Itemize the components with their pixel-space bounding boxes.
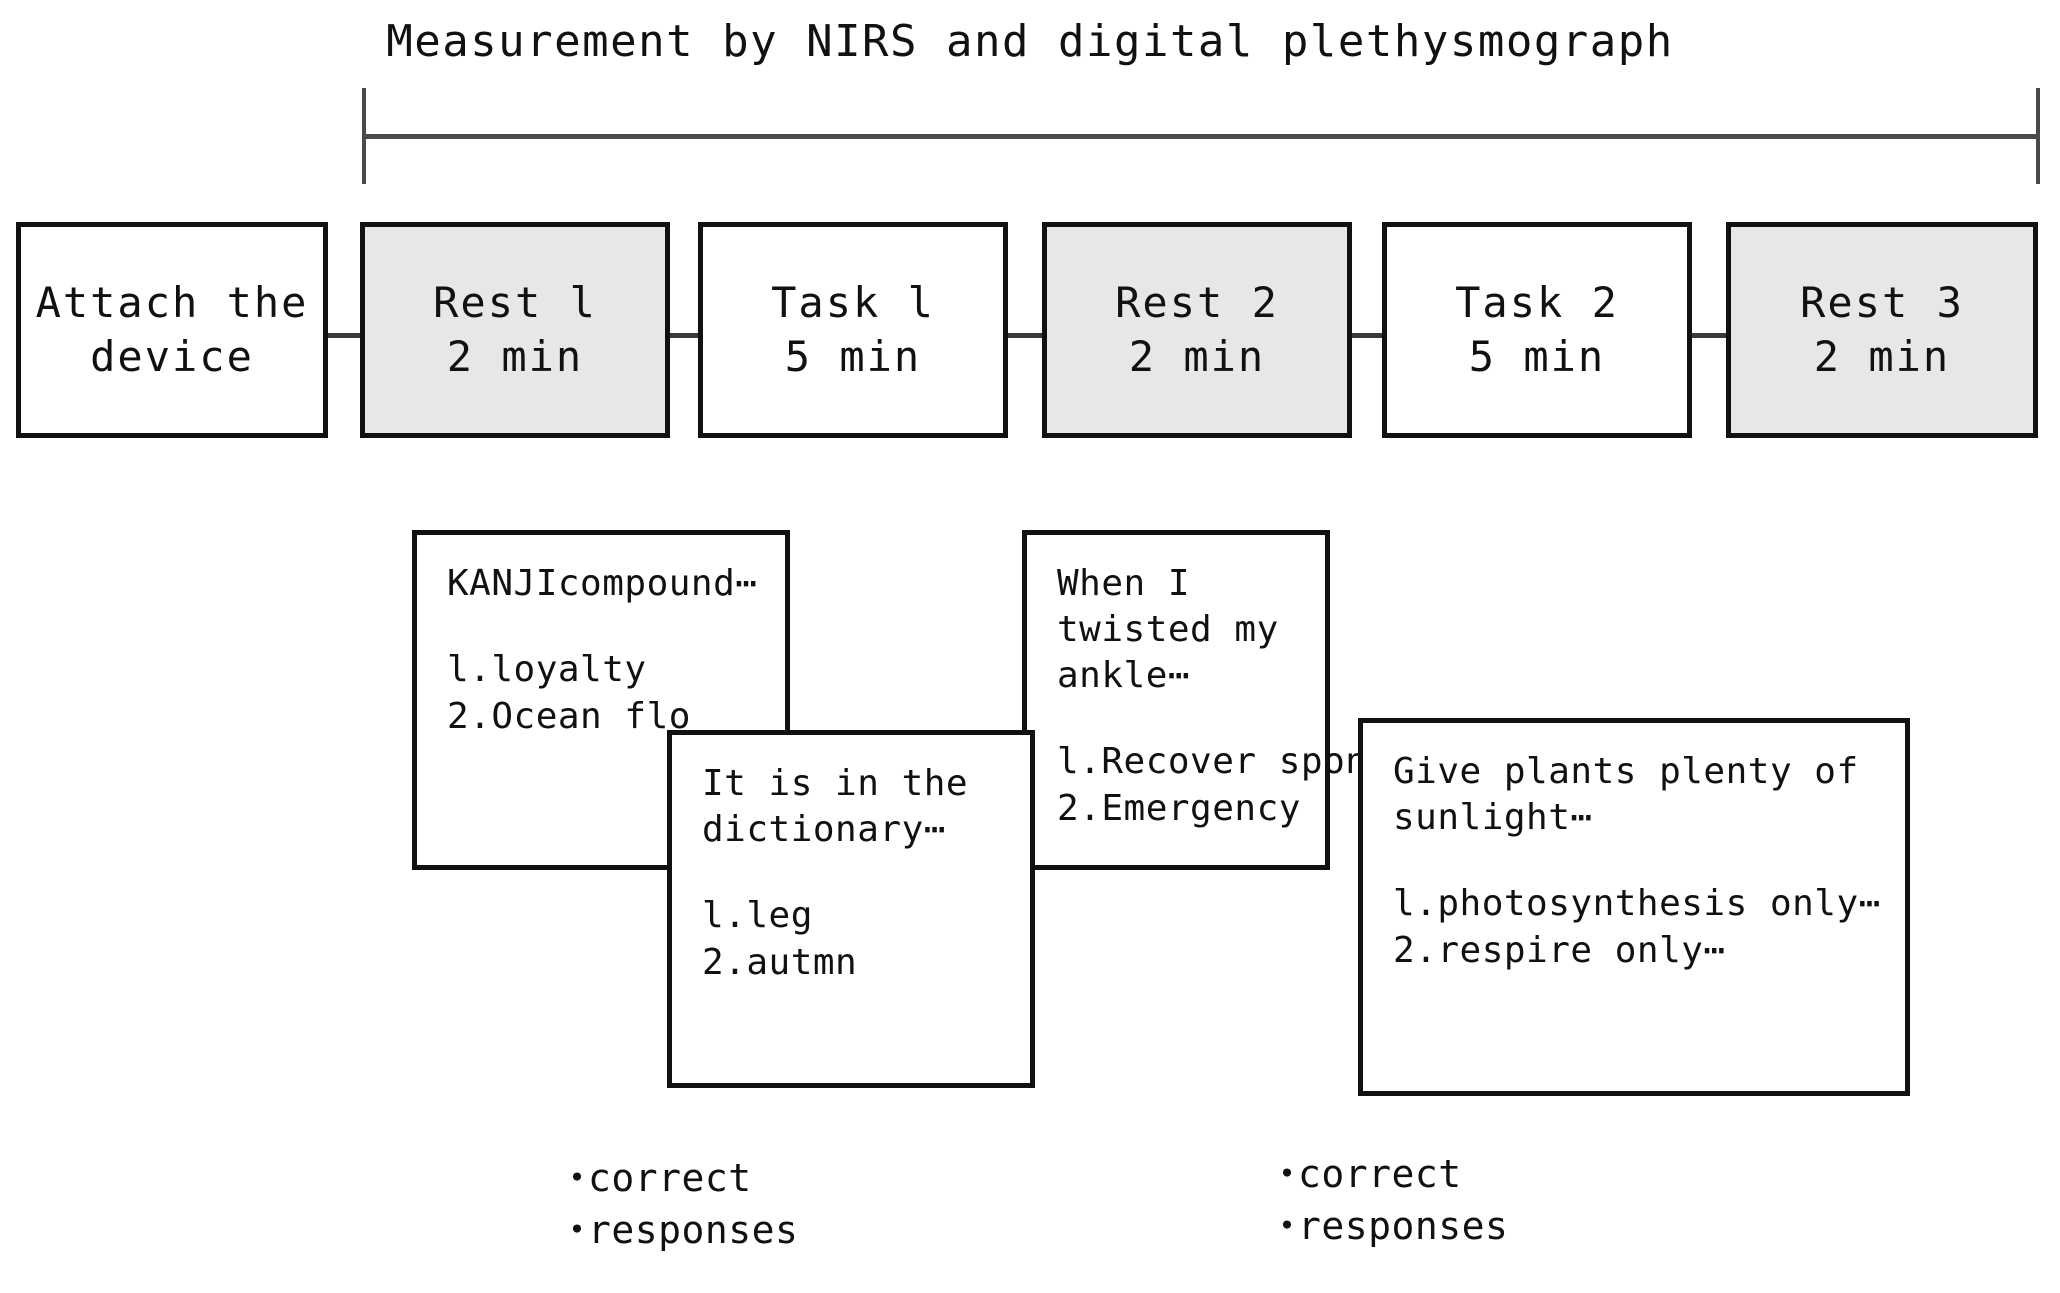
stimulus-option: 2.autmn <box>702 941 858 983</box>
measure-label: responses <box>1298 1204 1509 1249</box>
stimulus-options: l.Recover spont 2.Emergency <box>1057 739 1390 833</box>
stimulus-options: l.loyalty 2.Ocean flo <box>447 647 763 741</box>
stimulus-prompt: KANJIcompound⋯ <box>447 563 758 604</box>
stimulus-prompt: It is in the dictionary⋯ <box>702 763 969 851</box>
phase-box-task-1: Task l 5 min <box>698 222 1008 438</box>
phase-label: Rest 2 <box>1115 278 1279 328</box>
stimulus-option: l.loyalty <box>447 649 647 691</box>
measure-label: correct <box>588 1156 752 1200</box>
stimulus-option: l.photosynthesis only⋯ <box>1393 883 1881 925</box>
measures-task-2: ・correct ・responses <box>1268 1148 1508 1253</box>
measures-task-1: ・correct ・responses <box>558 1152 798 1257</box>
measure-item: ・correct <box>1268 1148 1508 1200</box>
bullet-icon: ・ <box>1268 1204 1307 1249</box>
phase-duration: device <box>90 332 254 381</box>
stimulus-prompt: Give plants plenty of sunlight⋯ <box>1393 751 1859 839</box>
phase-duration: 5 min <box>784 332 922 381</box>
phase-connector <box>1690 333 1728 338</box>
stimulus-options: l.leg 2.autmn <box>702 893 1008 987</box>
bullet-icon: ・ <box>1268 1152 1307 1196</box>
measure-item: ・responses <box>1268 1200 1508 1252</box>
stimulus-option: 2.respire only⋯ <box>1393 929 1726 971</box>
phase-box-task-2: Task 2 5 min <box>1382 222 1692 438</box>
measure-item: ・correct <box>558 1152 798 1204</box>
measure-item: ・responses <box>558 1204 798 1256</box>
stimulus-option: l.leg <box>702 895 813 937</box>
bullet-icon: ・ <box>558 1156 597 1200</box>
phase-box-attach-device: Attach the device <box>16 222 328 438</box>
bullet-icon: ・ <box>558 1208 597 1253</box>
phase-label: Attach the <box>35 278 309 328</box>
phase-connector <box>668 333 700 338</box>
measure-label: responses <box>588 1208 799 1253</box>
phase-label: Rest 3 <box>1800 278 1964 328</box>
phase-box-rest-1: Rest l 2 min <box>360 222 670 438</box>
stimulus-card-dictionary: It is in the dictionary⋯ l.leg 2.autmn <box>667 730 1035 1088</box>
phase-duration: 2 min <box>446 332 584 381</box>
stimulus-option: 2.Emergency <box>1057 788 1301 830</box>
measurement-bracket-span <box>362 134 2040 139</box>
phase-label: Rest l <box>433 278 597 328</box>
stimulus-options: l.photosynthesis only⋯ 2.respire only⋯ <box>1393 881 1883 975</box>
measure-label: correct <box>1298 1152 1462 1196</box>
measurement-bracket-right-tick <box>2036 88 2040 184</box>
stimulus-card-twisted-ankle: When I twisted my ankle⋯ l.Recover spont… <box>1022 530 1390 870</box>
phase-duration: 5 min <box>1468 332 1606 381</box>
stimulus-option: l.Recover spont <box>1057 741 1390 783</box>
stimulus-option: 2.Ocean flo <box>447 695 691 737</box>
phase-duration: 2 min <box>1128 332 1266 381</box>
stimulus-card-sunlight-photosynthesis: Give plants plenty of sunlight⋯ l.photos… <box>1358 718 1910 1096</box>
stimulus-prompt: When I twisted my ankle⋯ <box>1057 563 1279 697</box>
phase-duration: 2 min <box>1813 332 1951 381</box>
phase-label: Task l <box>771 278 935 328</box>
phase-box-rest-3: Rest 3 2 min <box>1726 222 2038 438</box>
phase-connector <box>1350 333 1384 338</box>
page-title: Measurement by NIRS and digital plethysm… <box>386 16 1674 67</box>
phase-label: Task 2 <box>1455 278 1619 328</box>
phase-box-rest-2: Rest 2 2 min <box>1042 222 1352 438</box>
phase-connector <box>326 333 362 338</box>
phase-connector <box>1006 333 1044 338</box>
